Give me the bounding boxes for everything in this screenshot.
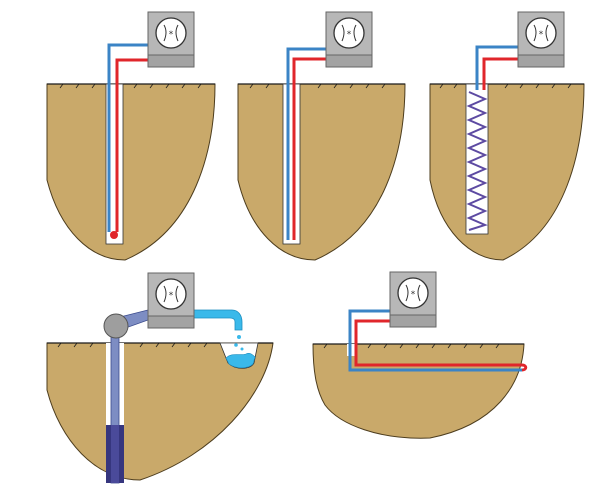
borehole	[282, 83, 301, 245]
heat-pump-icon	[389, 271, 437, 328]
cold-pipe	[286, 47, 326, 240]
helical-coil	[466, 91, 488, 231]
soil-section	[237, 83, 406, 261]
heat-pump-icon	[517, 11, 565, 68]
well-pump-head	[103, 313, 129, 339]
water-drops	[234, 335, 244, 351]
well-casing-right	[119, 425, 124, 483]
ground-hatch	[57, 342, 208, 348]
heat-pump-icon	[325, 11, 373, 68]
cold-pipe	[475, 45, 518, 90]
hot-pipe	[292, 57, 326, 240]
well-casing-left	[106, 425, 111, 483]
panel-vertical-coaxial-loop	[237, 11, 406, 261]
pond-water	[225, 353, 256, 369]
heat-pump-icon	[147, 11, 195, 68]
discharge-pipe	[192, 309, 243, 331]
well-casing-core	[111, 425, 119, 483]
ground-hatch	[59, 83, 202, 89]
soil-section	[429, 83, 585, 261]
panel-horizontal-loop	[312, 271, 528, 439]
soil-section	[312, 343, 525, 439]
hot-pipe	[115, 58, 148, 232]
trench-entry	[347, 344, 357, 356]
panel-vertical-helical-loop	[429, 11, 585, 261]
ground-hatch	[249, 83, 386, 89]
ground-hatch	[323, 343, 500, 349]
soil-section	[46, 83, 216, 261]
ground-hatch	[439, 83, 572, 89]
soil-section	[46, 342, 274, 481]
hot-pipe	[354, 319, 522, 367]
heat-pump-icon	[147, 272, 195, 329]
cold-pipe	[107, 43, 148, 232]
loop-end	[110, 231, 118, 239]
hot-pipe	[482, 57, 518, 90]
panel-open-loop-well	[46, 272, 274, 484]
loop-end	[521, 363, 528, 372]
panel-vertical-u-loop	[46, 11, 216, 261]
cold-pipe	[348, 309, 522, 372]
